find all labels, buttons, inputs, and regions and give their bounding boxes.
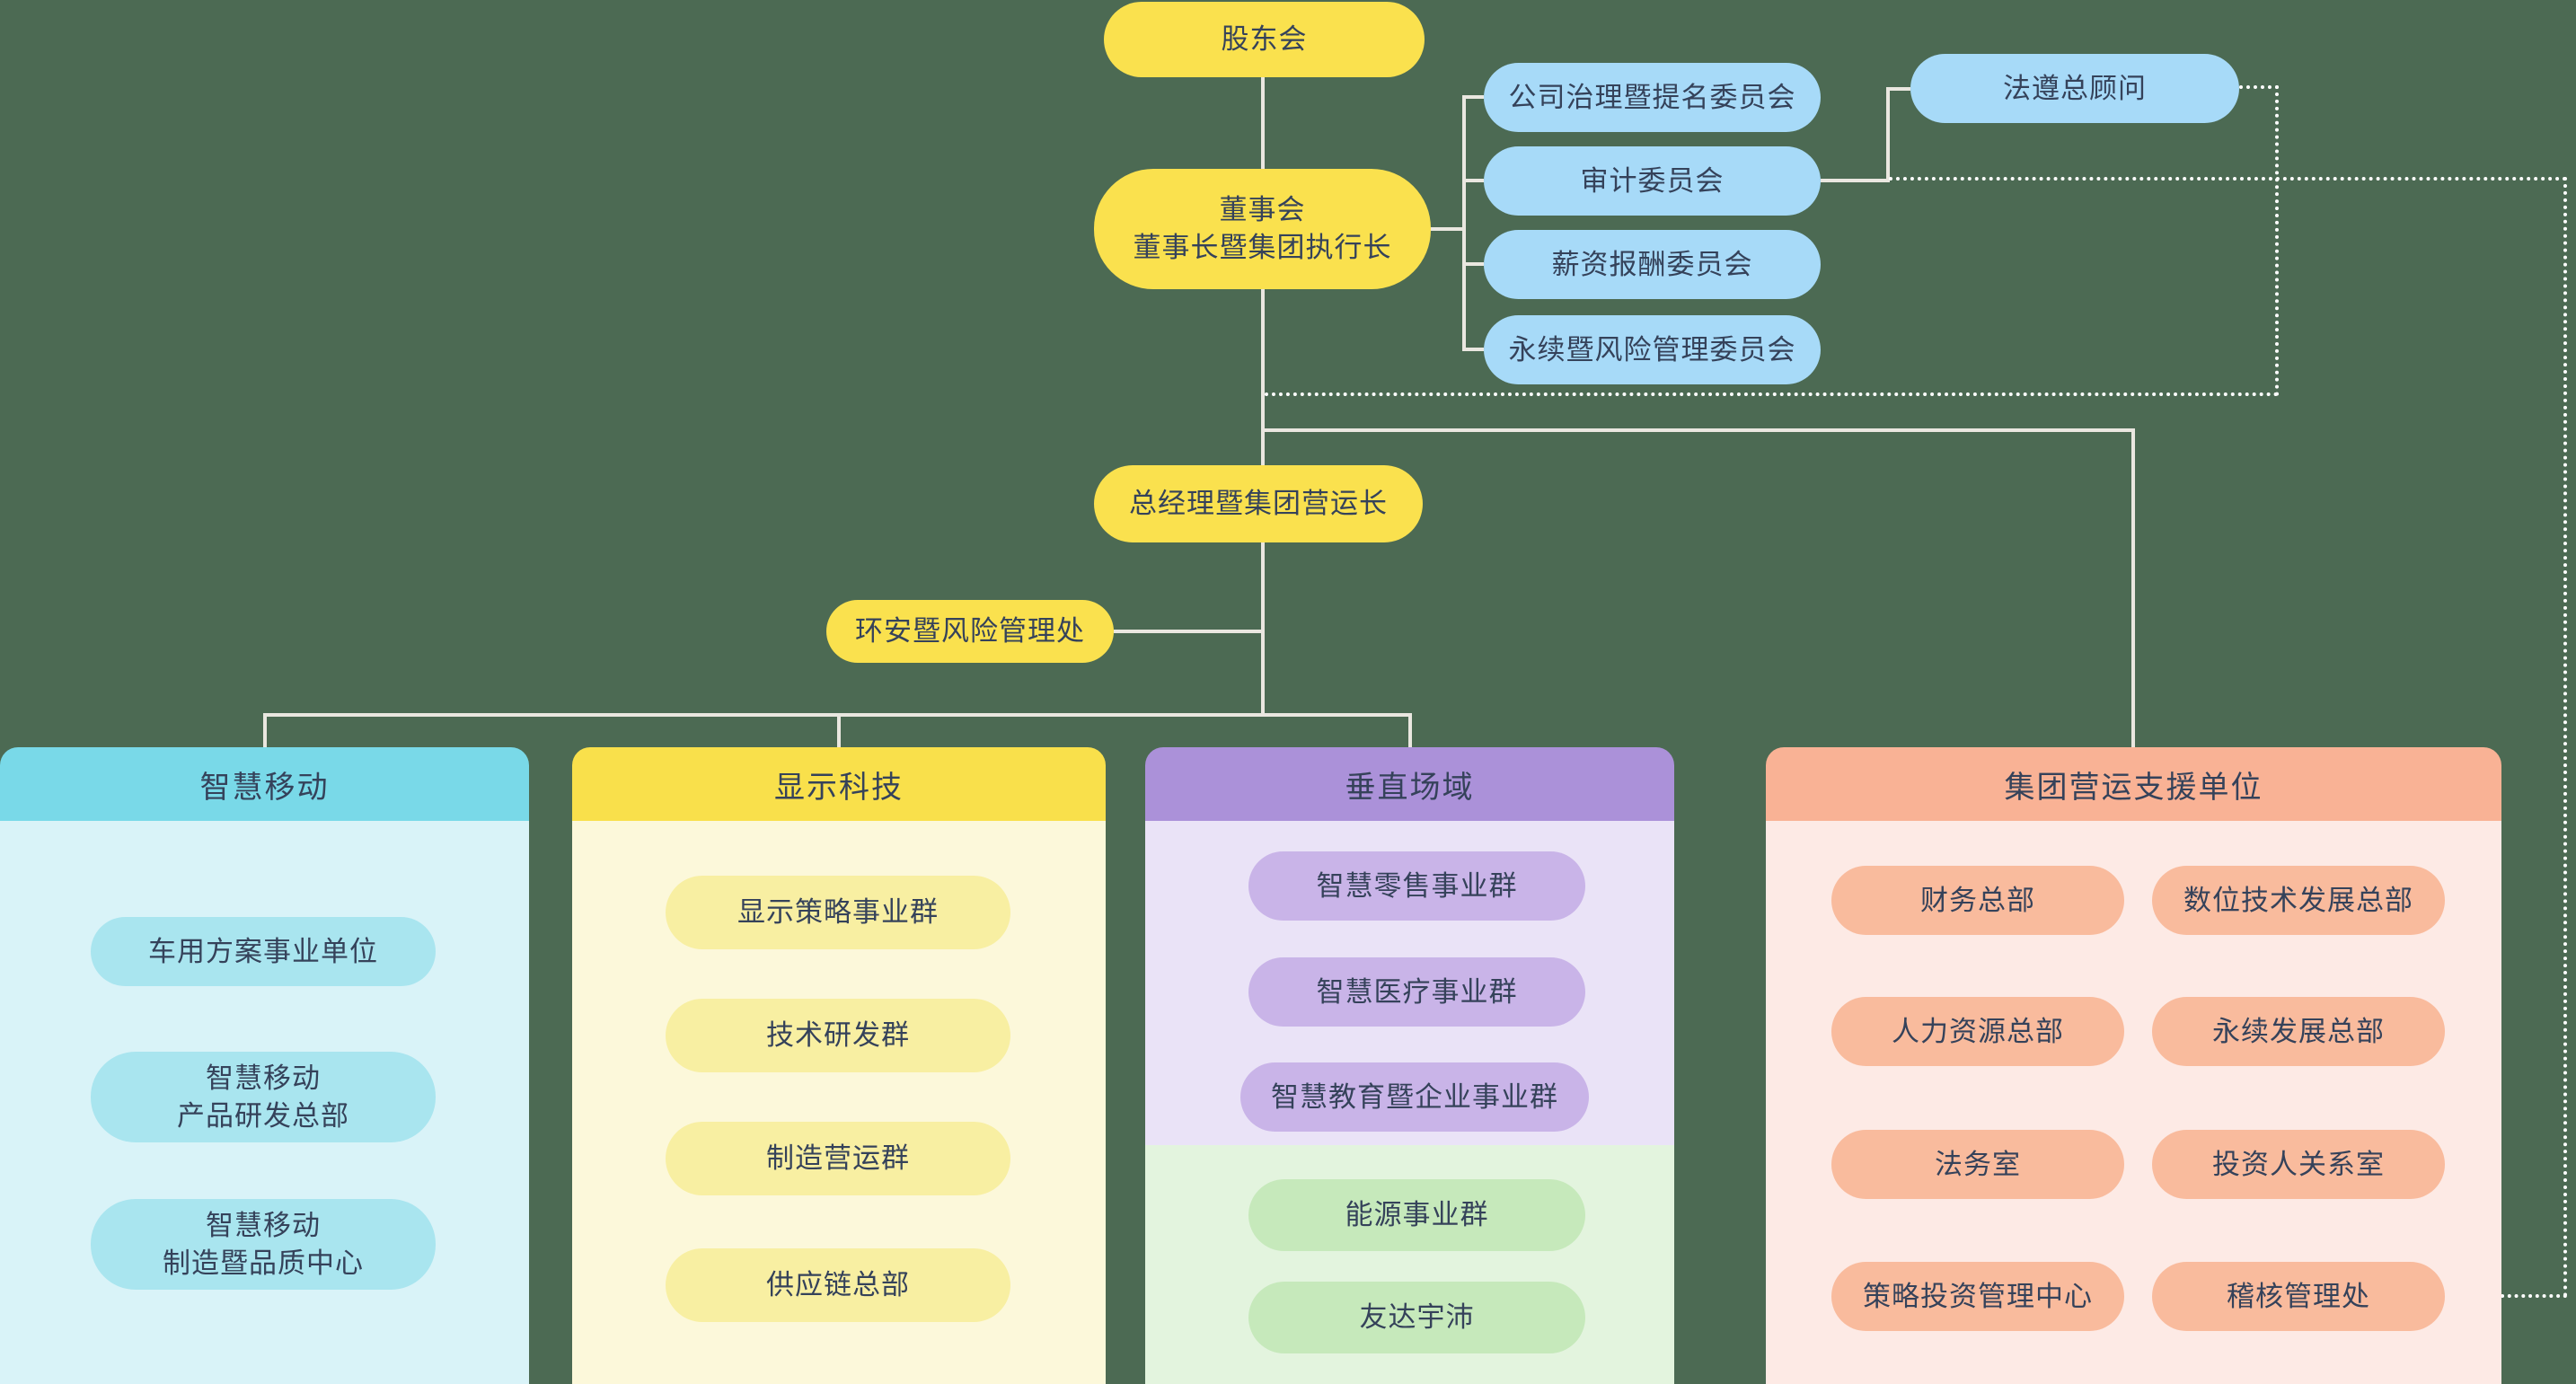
- dotted-audit-down: [2563, 177, 2567, 1298]
- dotted-audit-right: [1889, 177, 2567, 181]
- panel-vertical-solutions-header: 垂直场域: [1145, 747, 1674, 821]
- node-committee-audit: 审计委员会: [1484, 146, 1821, 216]
- unit-investor-relations-office: 投资人关系室: [2152, 1130, 2445, 1199]
- connector-committee-spine: [1462, 95, 1466, 351]
- connector-committee-stub-2: [1462, 179, 1484, 182]
- unit-legal-office: 法务室: [1831, 1130, 2124, 1199]
- node-shareholders: 股东会: [1104, 2, 1425, 77]
- unit-sustainability-hq: 永续发展总部: [2152, 997, 2445, 1066]
- unit-mobility-mfg-quality: 智慧移动 制造暨品质中心: [91, 1199, 436, 1290]
- unit-finance-hq: 财务总部: [1831, 866, 2124, 935]
- unit-manufacturing-operations: 制造营运群: [666, 1122, 1010, 1195]
- dotted-compliance-down: [2275, 85, 2279, 396]
- unit-human-resources-hq: 人力资源总部: [1831, 997, 2124, 1066]
- connector-committee-stub-1: [1462, 95, 1484, 99]
- node-board-chairman: 董事会 董事长暨集团执行长: [1094, 169, 1431, 289]
- unit-energy-bg: 能源事业群: [1248, 1179, 1585, 1251]
- connector-drop-smart-mobility: [263, 713, 267, 747]
- node-chief-compliance-officer: 法遵总顾问: [1910, 54, 2239, 123]
- connector-drop-display-tech: [837, 713, 841, 747]
- node-committee-sustainability-risk: 永续暨风险管理委员会: [1484, 315, 1821, 384]
- connector-board-bracket: [1431, 227, 1464, 231]
- unit-smart-retail-bg: 智慧零售事业群: [1248, 851, 1585, 921]
- connector-president-down: [1261, 542, 1265, 717]
- dotted-compliance-board: [1265, 392, 2279, 396]
- unit-auo-envirotech: 友达宇沛: [1248, 1282, 1585, 1353]
- panel-smart-mobility-header: 智慧移动: [0, 747, 529, 821]
- connector-board-president: [1261, 289, 1265, 465]
- unit-automotive-solutions: 车用方案事业单位: [91, 917, 436, 986]
- panel-display-technology-header: 显示科技: [572, 747, 1106, 821]
- connector-audit-compliance-stub: [1886, 87, 1910, 91]
- connector-audit-compliance-h: [1821, 179, 1889, 182]
- unit-technology-rd-group: 技术研发群: [666, 999, 1010, 1072]
- connector-esh-stub: [1114, 630, 1261, 633]
- unit-digital-technology-hq: 数位技术发展总部: [2152, 866, 2445, 935]
- unit-mobility-product-rd: 智慧移动 产品研发总部: [91, 1052, 436, 1142]
- connector-board-support-v: [2131, 428, 2135, 747]
- node-esh-risk-management: 环安暨风险管理处: [826, 600, 1114, 663]
- node-committee-governance-nomination: 公司治理暨提名委员会: [1484, 63, 1821, 132]
- connector-drop-vertical-field: [1408, 713, 1412, 747]
- unit-strategic-investment-center: 策略投资管理中心: [1831, 1262, 2124, 1331]
- dotted-compliance-stub: [2239, 85, 2279, 89]
- unit-supply-chain-hq: 供应链总部: [666, 1248, 1010, 1322]
- node-committee-compensation: 薪资报酬委员会: [1484, 230, 1821, 299]
- panel-group-operations-support-header: 集团营运支援单位: [1766, 747, 2501, 821]
- connector-board-support-h: [1261, 428, 2135, 432]
- connector-committee-stub-4: [1462, 348, 1484, 351]
- connector-committee-stub-3: [1462, 262, 1484, 266]
- connector-shareholders-board: [1261, 75, 1265, 171]
- unit-display-strategy-bg: 显示策略事业群: [666, 876, 1010, 949]
- node-president-coo: 总经理暨集团营运长: [1094, 465, 1423, 542]
- dotted-audit-internal-audit: [2445, 1294, 2567, 1298]
- unit-smart-healthcare-bg: 智慧医疗事业群: [1248, 957, 1585, 1027]
- unit-internal-audit-division: 稽核管理处: [2152, 1262, 2445, 1331]
- connector-audit-compliance-v: [1886, 87, 1890, 182]
- unit-smart-education-enterprise-bg: 智慧教育暨企业事业群: [1240, 1062, 1589, 1132]
